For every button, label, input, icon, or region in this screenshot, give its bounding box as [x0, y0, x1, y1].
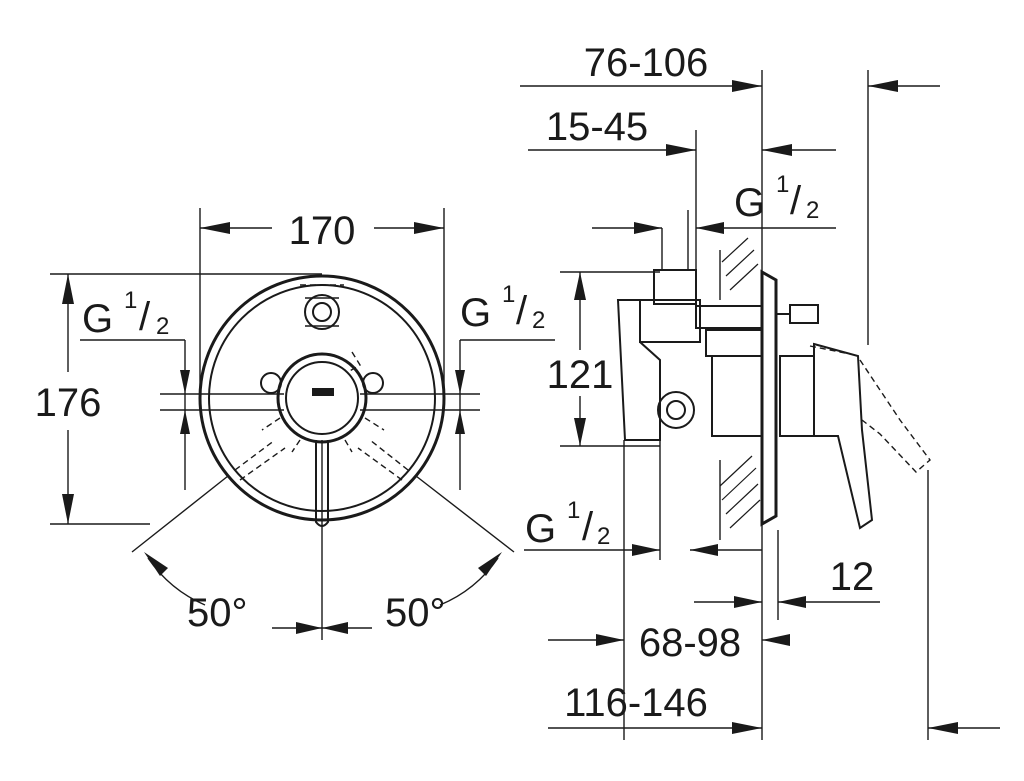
svg-text:1: 1 — [567, 497, 580, 524]
svg-text:2: 2 — [806, 197, 819, 224]
dim-68-98-label: 68-98 — [639, 621, 741, 665]
dim-15-45-label: 15-45 — [546, 105, 648, 149]
svg-text:2: 2 — [597, 523, 610, 550]
thread-label-right: G 1 / 2 — [460, 281, 545, 335]
svg-text:G: G — [525, 507, 556, 551]
svg-text:2: 2 — [532, 307, 545, 334]
angle-label-left: 50° — [187, 591, 248, 635]
top-valve — [300, 284, 344, 330]
central-hub — [260, 351, 385, 453]
thread-label-bottom: G 1 / 2 — [525, 497, 610, 551]
thread-label-top: G 1 / 2 — [734, 171, 819, 225]
handle-body — [779, 342, 931, 530]
side-view: 76-106 15-45 G 1 / 2 121 G — [520, 41, 1000, 740]
dim-116-146-label: 116-146 — [564, 681, 708, 725]
dim-121-label: 121 — [547, 353, 614, 397]
svg-text:G: G — [460, 291, 491, 335]
svg-text:1: 1 — [776, 171, 789, 198]
dim-76-106-label: 76-106 — [584, 41, 709, 85]
svg-text:G: G — [82, 297, 113, 341]
svg-text:1: 1 — [502, 281, 515, 308]
wall-hatching — [719, 237, 761, 540]
front-view: 170 176 G 1 / 2 G 1 / 2 — [35, 208, 555, 640]
svg-text:1: 1 — [124, 287, 137, 314]
svg-text:2: 2 — [156, 313, 169, 340]
width-dimension-label: 170 — [289, 209, 356, 253]
wall-rosette — [760, 269, 778, 527]
svg-text:/: / — [139, 295, 151, 339]
svg-text:/: / — [582, 505, 594, 549]
height-dimension-label: 176 — [35, 381, 102, 425]
svg-text:/: / — [790, 179, 802, 223]
angle-label-right: 50° — [385, 591, 446, 635]
thread-label-left: G 1 / 2 — [82, 287, 169, 341]
dim-12-label: 12 — [830, 555, 875, 599]
svg-text:/: / — [516, 289, 528, 333]
svg-text:G: G — [734, 181, 765, 225]
